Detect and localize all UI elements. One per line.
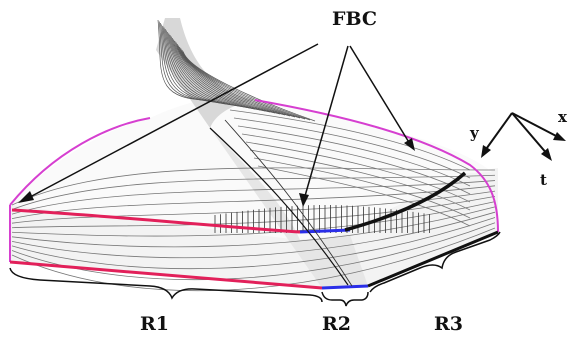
ridge-line: [209, 127, 349, 286]
axis-x-arrowhead: [553, 132, 566, 141]
tower-mesh-line: [170, 36, 266, 112]
axis-t-arrowhead: [541, 148, 552, 161]
upper-hatch-line: [241, 133, 471, 195]
tower-mesh-line: [174, 40, 281, 115]
axis-x-label: x: [558, 108, 568, 126]
tower-mesh-line: [163, 27, 236, 106]
fbc-vertical-hatch: [214, 205, 430, 233]
upper-hatch-line: [229, 109, 471, 171]
tower-mesh-lines: [157, 19, 316, 122]
axis-y-arrowhead: [481, 145, 491, 158]
r3-bottom-fbc-curve: [367, 230, 499, 288]
tower-mesh-line: [176, 43, 291, 117]
tower-mesh-line: [182, 51, 316, 122]
region-r3-label: R3: [434, 313, 463, 335]
tower-mesh-line: [178, 45, 296, 118]
axis-y-label: y: [469, 124, 480, 142]
r2-bottom-fbc-curve: [321, 284, 369, 290]
surface-hatch-line: [11, 167, 496, 206]
r2-brace: [321, 291, 369, 307]
upper-hatch-line: [233, 117, 471, 179]
tower-mesh-line: [172, 37, 271, 113]
tower-mesh-line: [166, 30, 246, 108]
surface-hatch-line: [11, 201, 496, 237]
fbc-arrow-right: [349, 45, 411, 145]
surface-hatch-line: [11, 180, 496, 215]
upper-hatch-line: [237, 125, 471, 187]
tower-mesh-line: [167, 31, 251, 109]
surface-hatch-line: [11, 174, 496, 210]
surface-hatch-line: [11, 217, 496, 270]
fbc-label: FBC: [332, 8, 377, 30]
fbc-arrow-left: [29, 43, 319, 198]
tower-mesh-line: [168, 33, 256, 110]
surface-hatch-lines: [11, 109, 496, 292]
r1-bottom-fbc-curve: [9, 260, 323, 290]
upper-hatch-line: [249, 149, 471, 211]
r1-brace: [9, 267, 323, 303]
outer-right-boundary: [254, 99, 499, 233]
fbc-arrowhead-left: [18, 191, 34, 203]
fbc-arrowhead-middle: [299, 193, 309, 207]
region-r1-label: R1: [140, 313, 169, 335]
ridge-line-2: [224, 119, 353, 287]
tower-mesh-line: [164, 28, 241, 107]
tower-mesh-line: [173, 39, 276, 114]
surface-hatch-line: [11, 195, 496, 229]
outer-top-boundary: [9, 117, 151, 206]
r3-brace: [369, 231, 501, 293]
surface-hatch-line: [11, 206, 496, 248]
r3-upper-fbc-curve: [344, 171, 467, 232]
surface-hatch-line: [11, 190, 496, 224]
upper-hatch-line: [257, 165, 471, 227]
tower-mesh-line: [175, 42, 286, 116]
upper-hatch-line: [253, 157, 471, 219]
surface-hatch-line: [11, 211, 496, 259]
axis-y-line: [483, 112, 513, 153]
fbc-arrow-middle: [304, 45, 349, 197]
tower-mesh-line: [162, 25, 231, 105]
tower-mesh-line: [169, 34, 261, 111]
fbc-arrowhead-right: [404, 138, 415, 151]
axis-t-label: t: [540, 171, 547, 189]
axis-x-line: [511, 112, 561, 139]
surface-hatch-line: [11, 185, 496, 220]
axis-t-line: [511, 112, 549, 156]
r1-upper-fbc-curve: [11, 208, 301, 234]
region-r2-label: R2: [322, 313, 351, 335]
upper-hatch-line: [245, 141, 471, 203]
